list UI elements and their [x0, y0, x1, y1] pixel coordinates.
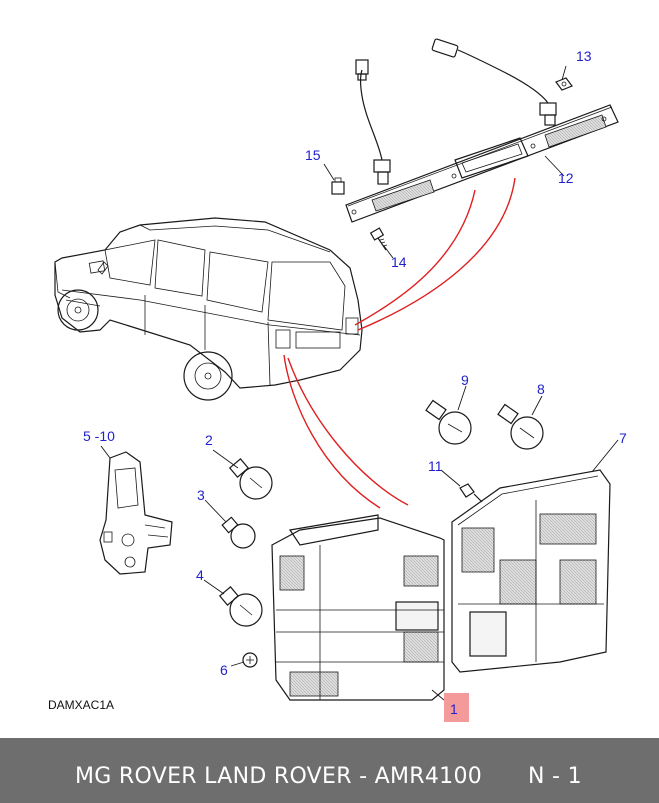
callout-13: 13 — [576, 48, 592, 64]
footer-bar: MG ROVER LAND ROVER - AMR4100 N - 1 — [0, 738, 659, 803]
callout-9: 9 — [461, 372, 469, 388]
callout-1: 1 — [450, 701, 458, 717]
callout-3: 3 — [197, 487, 205, 503]
callout-1-highlight — [444, 693, 469, 722]
bulb-4 — [218, 586, 263, 627]
rear-lamp-7 — [451, 469, 611, 673]
callout-4: 4 — [196, 567, 204, 583]
high-stop-lamp-assembly — [345, 38, 619, 223]
callout-7: 7 — [619, 430, 627, 446]
bulb-2 — [228, 458, 273, 500]
callout-8: 8 — [537, 381, 545, 397]
callout-5-10: 5 -10 — [83, 428, 115, 444]
bulb-8 — [497, 403, 544, 450]
callout-15: 15 — [305, 147, 321, 163]
callout-11: 11 — [428, 458, 443, 474]
drawing-code: DAMXAC1A — [48, 698, 114, 712]
rear-lamp-1 — [271, 514, 445, 701]
clip-11 — [459, 483, 483, 503]
bulb-3 — [221, 516, 256, 549]
callout-2: 2 — [205, 432, 213, 448]
bulb-holder-5-10 — [99, 451, 173, 575]
parts-diagram: 1 2 3 4 5 -10 6 7 8 9 11 12 13 14 15 DAM… — [48, 38, 627, 722]
callout-12: 12 — [558, 170, 574, 186]
screw-6 — [242, 652, 258, 668]
footer-page-number: N - 1 — [528, 764, 582, 789]
vehicle-illustration — [54, 217, 363, 401]
callout-leaders — [100, 65, 619, 701]
screw-14 — [369, 227, 388, 251]
callout-14: 14 — [391, 254, 407, 270]
clip-15 — [331, 177, 345, 195]
clip-13 — [555, 77, 573, 91]
footer-title: MG ROVER LAND ROVER - AMR4100 — [75, 764, 483, 789]
bulb-9 — [425, 399, 472, 445]
callout-6: 6 — [220, 662, 228, 678]
location-leaders — [283, 177, 516, 509]
